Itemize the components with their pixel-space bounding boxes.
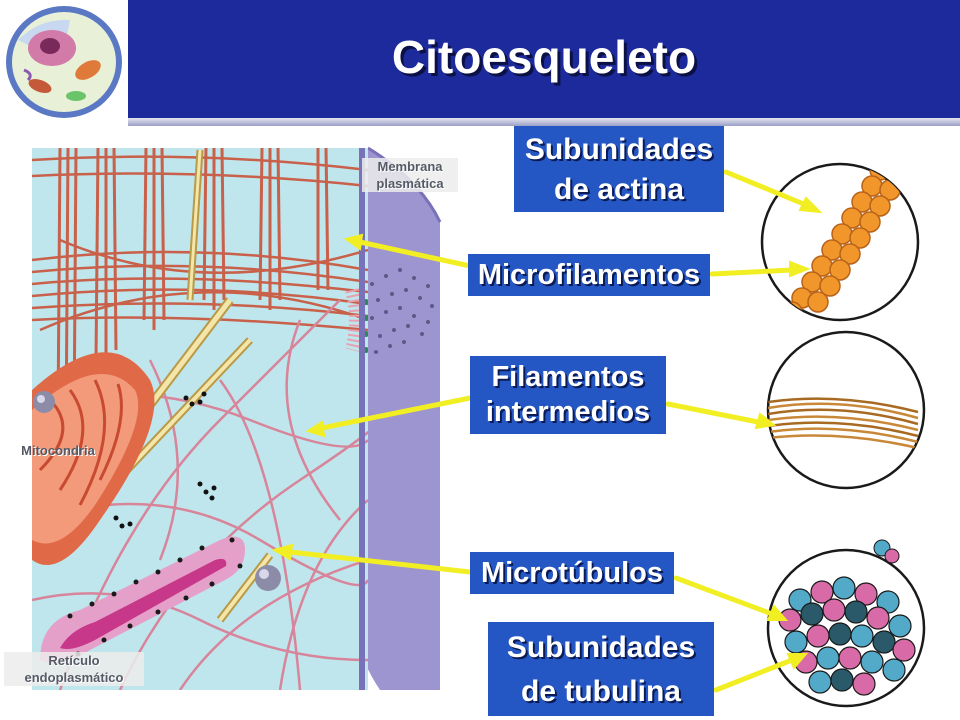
microtubules-label: Microtúbulos bbox=[470, 552, 674, 594]
actin-detail-circle bbox=[760, 162, 920, 322]
tubulin-subunits-label-line1: Subunidades bbox=[506, 631, 696, 664]
tubulin-subunits-label-line2: de tubulina bbox=[521, 675, 681, 708]
endoplasmic-reticulum-label: Retículo endoplasmático bbox=[4, 652, 144, 686]
microfilament-bundles bbox=[56, 148, 330, 441]
intermediate-filament-detail-circle bbox=[766, 330, 926, 490]
header-divider bbox=[128, 118, 960, 126]
plasma-membrane-label-line1: Membrana bbox=[377, 159, 443, 174]
ribosome-chains bbox=[113, 391, 217, 529]
endoplasmic-reticulum-label-line2: endoplasmático bbox=[24, 670, 124, 685]
cell-logo-icon bbox=[6, 6, 122, 118]
plasma-membrane-label-line2: plasmática bbox=[376, 176, 444, 191]
endoplasmic-reticulum-label-line1: Retículo bbox=[48, 653, 100, 668]
tubulin-detail-circle bbox=[766, 539, 926, 708]
actin-subunits-label-line1: Subunidades bbox=[524, 133, 714, 166]
cell-logo bbox=[0, 0, 128, 124]
slide-title: Citoesqueleto bbox=[391, 31, 697, 83]
intermediate-filaments-label-line2: intermedios bbox=[485, 396, 651, 428]
plasma-membrane-face bbox=[330, 148, 440, 690]
endoplasmic-reticulum-shape bbox=[40, 536, 245, 664]
tubulin-subunits-label: Subunidades de tubulina bbox=[488, 622, 714, 716]
mitochondria-shape bbox=[32, 352, 155, 565]
mitochondria-label: Mitocondria bbox=[21, 443, 95, 458]
cortical-mesh bbox=[32, 155, 368, 332]
microfilaments-label: Microfilamentos bbox=[468, 254, 710, 296]
intermediate-filaments-label-line1: Filamentos bbox=[491, 361, 645, 393]
actin-subunits-label-line2: de actina bbox=[553, 173, 685, 206]
slide-header bbox=[0, 0, 960, 122]
plasma-membrane-label: Membrana plasmática bbox=[362, 158, 458, 192]
intermediate-filaments-label: Filamentos intermedios bbox=[470, 356, 666, 434]
pointer-arrows bbox=[271, 169, 823, 693]
vesicles bbox=[33, 391, 281, 591]
actin-subunits-label: Subunidades de actina bbox=[514, 126, 724, 212]
membrane-pores bbox=[370, 268, 434, 354]
